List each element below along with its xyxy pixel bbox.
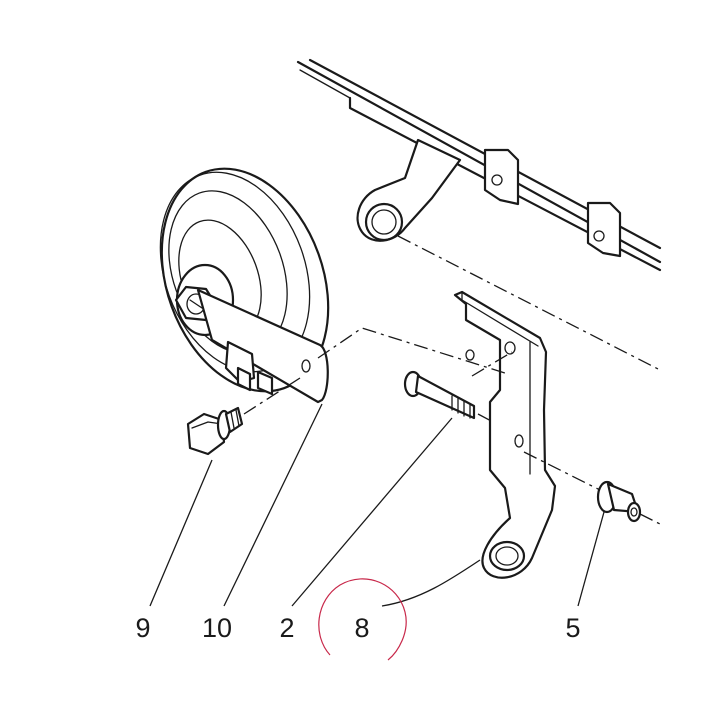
stud-bolt (403, 370, 476, 420)
part-number-2: 2 (279, 613, 294, 643)
part-number-10: 10 (202, 613, 232, 643)
horn-bracket (453, 290, 557, 579)
horn-assembly (159, 167, 330, 404)
highlight-circle (318, 578, 407, 661)
part-number-8: 8 (354, 613, 369, 643)
flange-bolt (186, 406, 244, 456)
leader-lines (149, 403, 605, 607)
part-number-9: 9 (135, 613, 150, 643)
assembly-center-lines (243, 235, 661, 525)
flange-nut (596, 480, 642, 523)
frame-rail (296, 58, 662, 272)
part-number-5: 5 (565, 613, 580, 643)
